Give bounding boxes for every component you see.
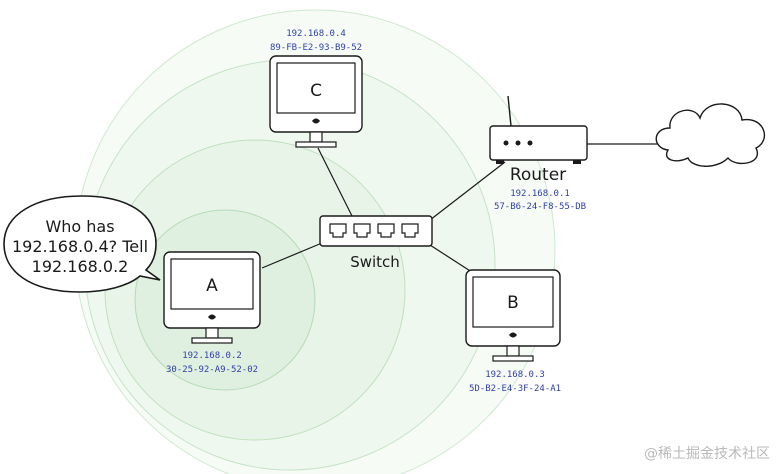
computer-c[interactable]: C 192.168.0.4 89-FB-E2-93-B9-52: [269, 29, 363, 148]
monitor-base: [295, 141, 337, 148]
router-led-1: [503, 140, 509, 146]
monitor-neck: [205, 327, 219, 339]
link-switch-router: [429, 161, 506, 221]
switch-port-1: [329, 223, 347, 238]
monitor-neck: [506, 345, 520, 357]
computer-a[interactable]: A 192.168.0.2 30-25-92-A9-52-02: [163, 251, 261, 375]
router-body: [489, 125, 588, 161]
switch-ports: [329, 223, 419, 238]
switch-label: Switch: [350, 253, 400, 271]
speech-bubble-line-2: 192.168.0.4? Tell: [12, 237, 148, 256]
apple-logo-icon: [208, 314, 216, 320]
computer-a-mac: 30-25-92-A9-52-02: [166, 365, 258, 375]
router-label: Router: [510, 165, 566, 185]
apple-logo-icon: [312, 118, 320, 124]
monitor-screen: [170, 258, 254, 310]
switch-port-2: [353, 223, 371, 238]
computer-b-label: B: [507, 293, 519, 313]
switch-port-3: [377, 223, 395, 238]
router-led-2: [515, 140, 521, 146]
router-antenna: [507, 95, 512, 127]
network-links: [261, 143, 668, 277]
router-ip: 192.168.0.1: [510, 189, 570, 199]
computer-b[interactable]: B 192.168.0.3 5D-B2-E4-3F-24-A1: [465, 269, 561, 394]
computer-b-ip: 192.168.0.3: [485, 370, 545, 380]
router[interactable]: Router 192.168.0.1 57-B6-24-F8-55-DB: [489, 95, 588, 212]
computer-c-ip: 192.168.0.4: [286, 29, 346, 39]
computer-a-ip: 192.168.0.2: [182, 351, 242, 361]
computer-c-label: C: [310, 81, 322, 101]
link-c-switch: [317, 147, 354, 219]
computer-c-mac: 89-FB-E2-93-B9-52: [270, 43, 362, 53]
monitor-screen: [276, 62, 356, 114]
computer-b-mac: 5D-B2-E4-3F-24-A1: [469, 384, 561, 394]
computer-a-label: A: [206, 276, 218, 296]
monitor-screen: [472, 276, 554, 328]
monitor-base: [191, 337, 233, 344]
router-foot-left: [496, 160, 504, 164]
apple-logo-icon: [509, 332, 517, 338]
switch[interactable]: Switch: [319, 215, 433, 271]
link-a-switch: [261, 242, 323, 269]
speech-bubble-shape: [3, 195, 161, 293]
router-foot-right: [573, 160, 581, 164]
switch-port-4: [401, 223, 419, 238]
speech-bubble: Who has 192.168.0.4? Tell 192.168.0.2: [3, 195, 161, 293]
monitor-neck: [309, 131, 323, 143]
speech-bubble-line-1: Who has: [45, 217, 114, 236]
watermark: @稀土掘金技术社区: [644, 446, 770, 462]
router-mac: 57-B6-24-F8-55-DB: [494, 202, 586, 212]
router-led-3: [527, 140, 533, 146]
speech-bubble-line-3: 192.168.0.2: [32, 257, 129, 276]
monitor-base: [492, 355, 534, 362]
cloud-icon: [655, 103, 766, 167]
broadcast-circles: [74, 9, 556, 474]
